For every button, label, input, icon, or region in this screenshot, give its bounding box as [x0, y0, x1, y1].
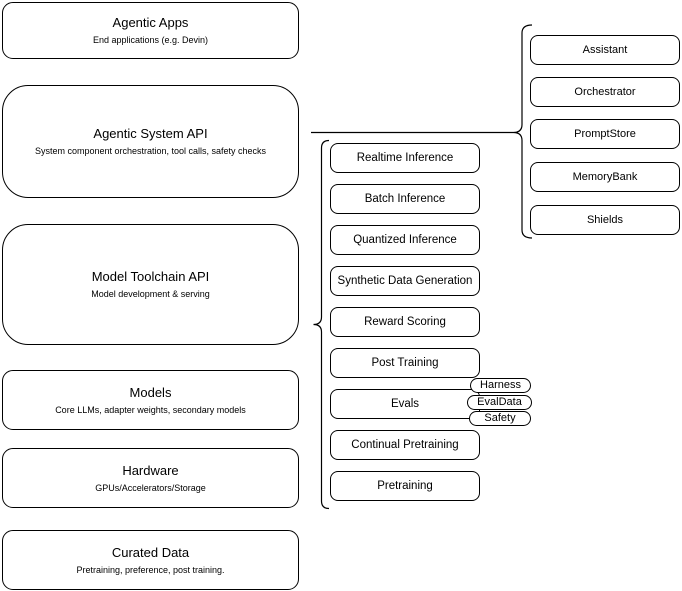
node-reward-scoring: Reward Scoring [330, 307, 480, 337]
node-subtitle: End applications (e.g. Devin) [92, 35, 209, 45]
node-title: Agentic System API [93, 126, 208, 141]
tag-safety: Safety [469, 411, 531, 426]
node-subtitle: Core LLMs, adapter weights, secondary mo… [55, 404, 246, 415]
node-promptstore: PromptStore [530, 119, 680, 149]
node-pretraining: Pretraining [330, 471, 480, 501]
node-agentic-apps: Agentic Apps End applications (e.g. Devi… [2, 2, 299, 59]
node-agentic-system-api: Agentic System API System component orch… [2, 85, 299, 198]
node-curated-data: Curated Data Pretraining, preference, po… [2, 530, 299, 590]
node-title: Models [129, 384, 172, 400]
toolchain-brace [313, 139, 330, 510]
node-synthetic-data-generation: Synthetic Data Generation [330, 266, 480, 296]
tag-evaldata: EvalData [467, 395, 532, 410]
tag-harness: Harness [470, 378, 531, 393]
node-title: Agentic Apps [112, 15, 189, 30]
system-components-brace [513, 24, 533, 239]
node-realtime-inference: Realtime Inference [330, 143, 480, 173]
node-subtitle: System component orchestration, tool cal… [34, 146, 267, 156]
node-batch-inference: Batch Inference [330, 184, 480, 214]
node-shields: Shields [530, 205, 680, 235]
node-title: Model Toolchain API [91, 269, 210, 284]
node-quantized-inference: Quantized Inference [330, 225, 480, 255]
node-models: Models Core LLMs, adapter weights, secon… [2, 370, 299, 430]
node-assistant: Assistant [530, 35, 680, 65]
node-continual-pretraining: Continual Pretraining [330, 430, 480, 460]
node-subtitle: GPUs/Accelerators/Storage [95, 482, 206, 493]
node-title: Curated Data [111, 544, 190, 560]
node-model-toolchain-api: Model Toolchain API Model development & … [2, 224, 299, 345]
node-memorybank: MemoryBank [530, 162, 680, 192]
node-orchestrator: Orchestrator [530, 77, 680, 107]
node-hardware: Hardware GPUs/Accelerators/Storage [2, 448, 299, 508]
node-evals: Evals [330, 389, 480, 419]
node-post-training: Post Training [330, 348, 480, 378]
node-subtitle: Pretraining, preference, post training. [76, 564, 225, 575]
node-title: Hardware [122, 462, 179, 478]
node-subtitle: Model development & serving [91, 289, 210, 299]
